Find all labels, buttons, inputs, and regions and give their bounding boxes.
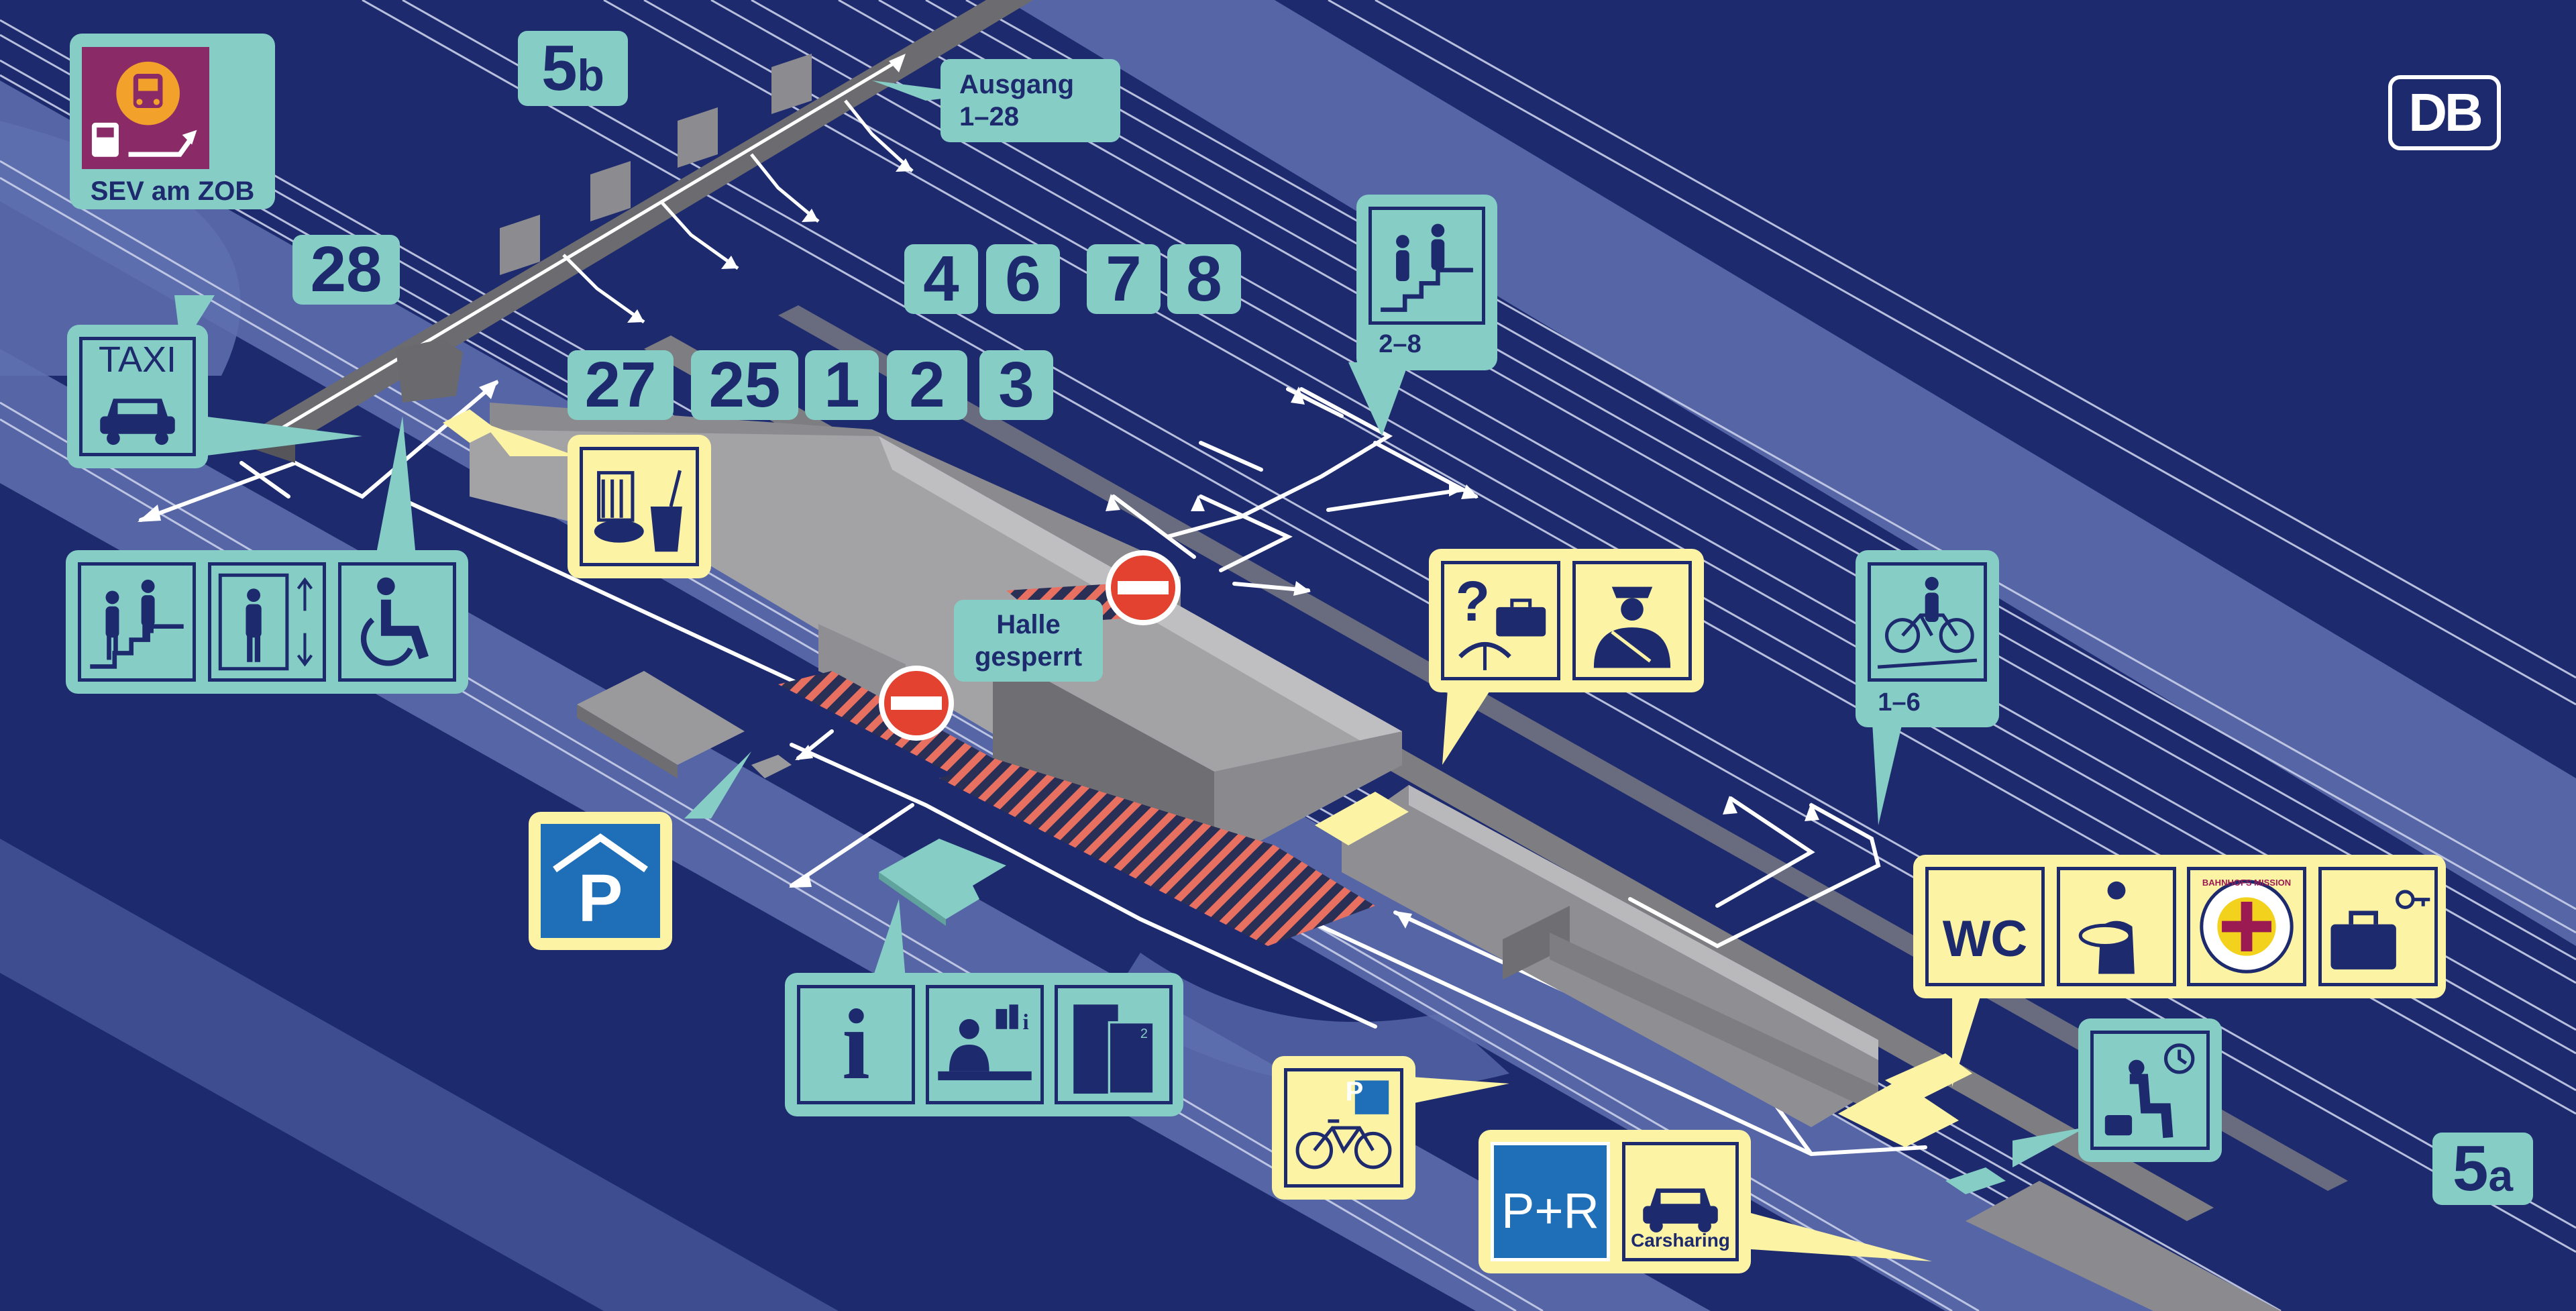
parking-garage-p: P (578, 860, 623, 936)
park-ride-sign (1491, 1142, 1610, 1261)
carsharing-icon (1622, 1142, 1739, 1261)
taxi-callout: TAXI (67, 325, 208, 468)
platform-5b-suffix: b (577, 50, 604, 100)
taxi-sign (79, 337, 196, 456)
info-building (879, 839, 1006, 926)
wc-sign (1925, 867, 2045, 986)
svg-text:1: 1 (1109, 1006, 1116, 1021)
callout-pointers (174, 81, 2086, 1261)
stairs-2-8-callout: 2–8 (1356, 195, 1497, 370)
platform-3: 3 (979, 349, 1053, 421)
db-logo: DB (2388, 75, 2501, 150)
parking-garage-callout: P (529, 812, 672, 950)
wc-label: WC (1942, 910, 2028, 967)
stairs-2-8-icon (1368, 207, 1485, 325)
hall-closed-label: Halle gesperrt (954, 600, 1103, 682)
exit-line1: Ausgang (959, 70, 1075, 99)
platform-7: 7 (1087, 243, 1161, 315)
platform-2: 2 (887, 349, 967, 421)
platform-28: 28 (292, 233, 400, 305)
info-i: i (842, 989, 870, 1100)
platform-building (1342, 785, 1878, 1127)
platform-5b-num: 5 (541, 32, 578, 104)
bahnhofsmission-icon (2187, 867, 2306, 986)
stairs-icon (78, 562, 196, 682)
platform-5a-suffix: a (2488, 1151, 2514, 1200)
bahnhofsmission-text: BAHNHOFS MISSION (2202, 877, 2292, 888)
platform-25: 25 (691, 349, 798, 421)
no-entry-sign-1 (879, 666, 954, 741)
hall-line1: Halle (996, 610, 1061, 639)
svg-text:?: ? (1456, 570, 1490, 633)
bike-parking-callout: P (1272, 1056, 1415, 1200)
lost-property-icon: ? (1441, 561, 1560, 680)
taxi-label: TAXI (98, 339, 176, 380)
platform-5a-num: 5 (2452, 1133, 2489, 1204)
platform-27: 27 (568, 349, 674, 421)
parking-block (577, 671, 792, 778)
parking-garage-sign (541, 824, 660, 938)
teal-block (1945, 1167, 2006, 1194)
car-park-building (1966, 1181, 2281, 1311)
carsharing-label: Carsharing (1631, 1230, 1730, 1251)
no-entry-sign-2 (1106, 550, 1181, 625)
security-staff-icon (1572, 561, 1692, 680)
svg-text:i: i (1022, 1010, 1028, 1035)
facilities-callout: WC BAHNHOFS MISSION (1913, 855, 2446, 998)
waiting-room-icon (2090, 1031, 2210, 1150)
bike-parking-icon (1284, 1068, 1403, 1188)
db-logo-text: DB (2408, 83, 2483, 142)
bike-1-6-label: 1–6 (1878, 688, 1921, 717)
elevator-icon (208, 562, 326, 682)
bike-1-6-callout: 1–6 (1856, 550, 1999, 727)
wheelchair-icon (338, 562, 456, 682)
baby-change-icon (2057, 867, 2176, 986)
luggage-locker-icon (2318, 867, 2438, 986)
food-icon (580, 447, 699, 566)
platform-4: 4 (904, 243, 978, 315)
kiosk (396, 339, 463, 403)
waiting-room-callout (2078, 1018, 2222, 1162)
stairs-2-8-label: 2–8 (1379, 329, 1421, 358)
yellow-blocks (443, 409, 1972, 1147)
exit-line2: 1–28 (959, 102, 1019, 132)
accessibility-callout (66, 550, 468, 694)
sev-label: SEV am ZOB (90, 176, 255, 206)
bike-push-icon (1868, 562, 1987, 682)
park-ride-label: P+R (1501, 1182, 1599, 1239)
svg-text:2: 2 (1140, 1027, 1148, 1041)
sev-callout: SEV am ZOB (70, 34, 275, 209)
park-ride-callout: P+R Carsharing (1479, 1130, 1751, 1273)
service-security-callout: ? (1429, 549, 1704, 692)
sev-bus-icon (82, 47, 209, 169)
hall-line2: gesperrt (974, 642, 1083, 672)
platform-8: 8 (1167, 243, 1241, 315)
platform-1: 1 (805, 349, 879, 421)
arrowheads (138, 380, 1819, 929)
bike-parking-p: P (1345, 1076, 1364, 1106)
platform-6: 6 (986, 243, 1060, 315)
food-callout (568, 435, 711, 578)
info-icon (797, 985, 915, 1104)
exit-label: Ausgang 1–28 (941, 59, 1120, 142)
service-desk-icon: i (926, 985, 1044, 1104)
